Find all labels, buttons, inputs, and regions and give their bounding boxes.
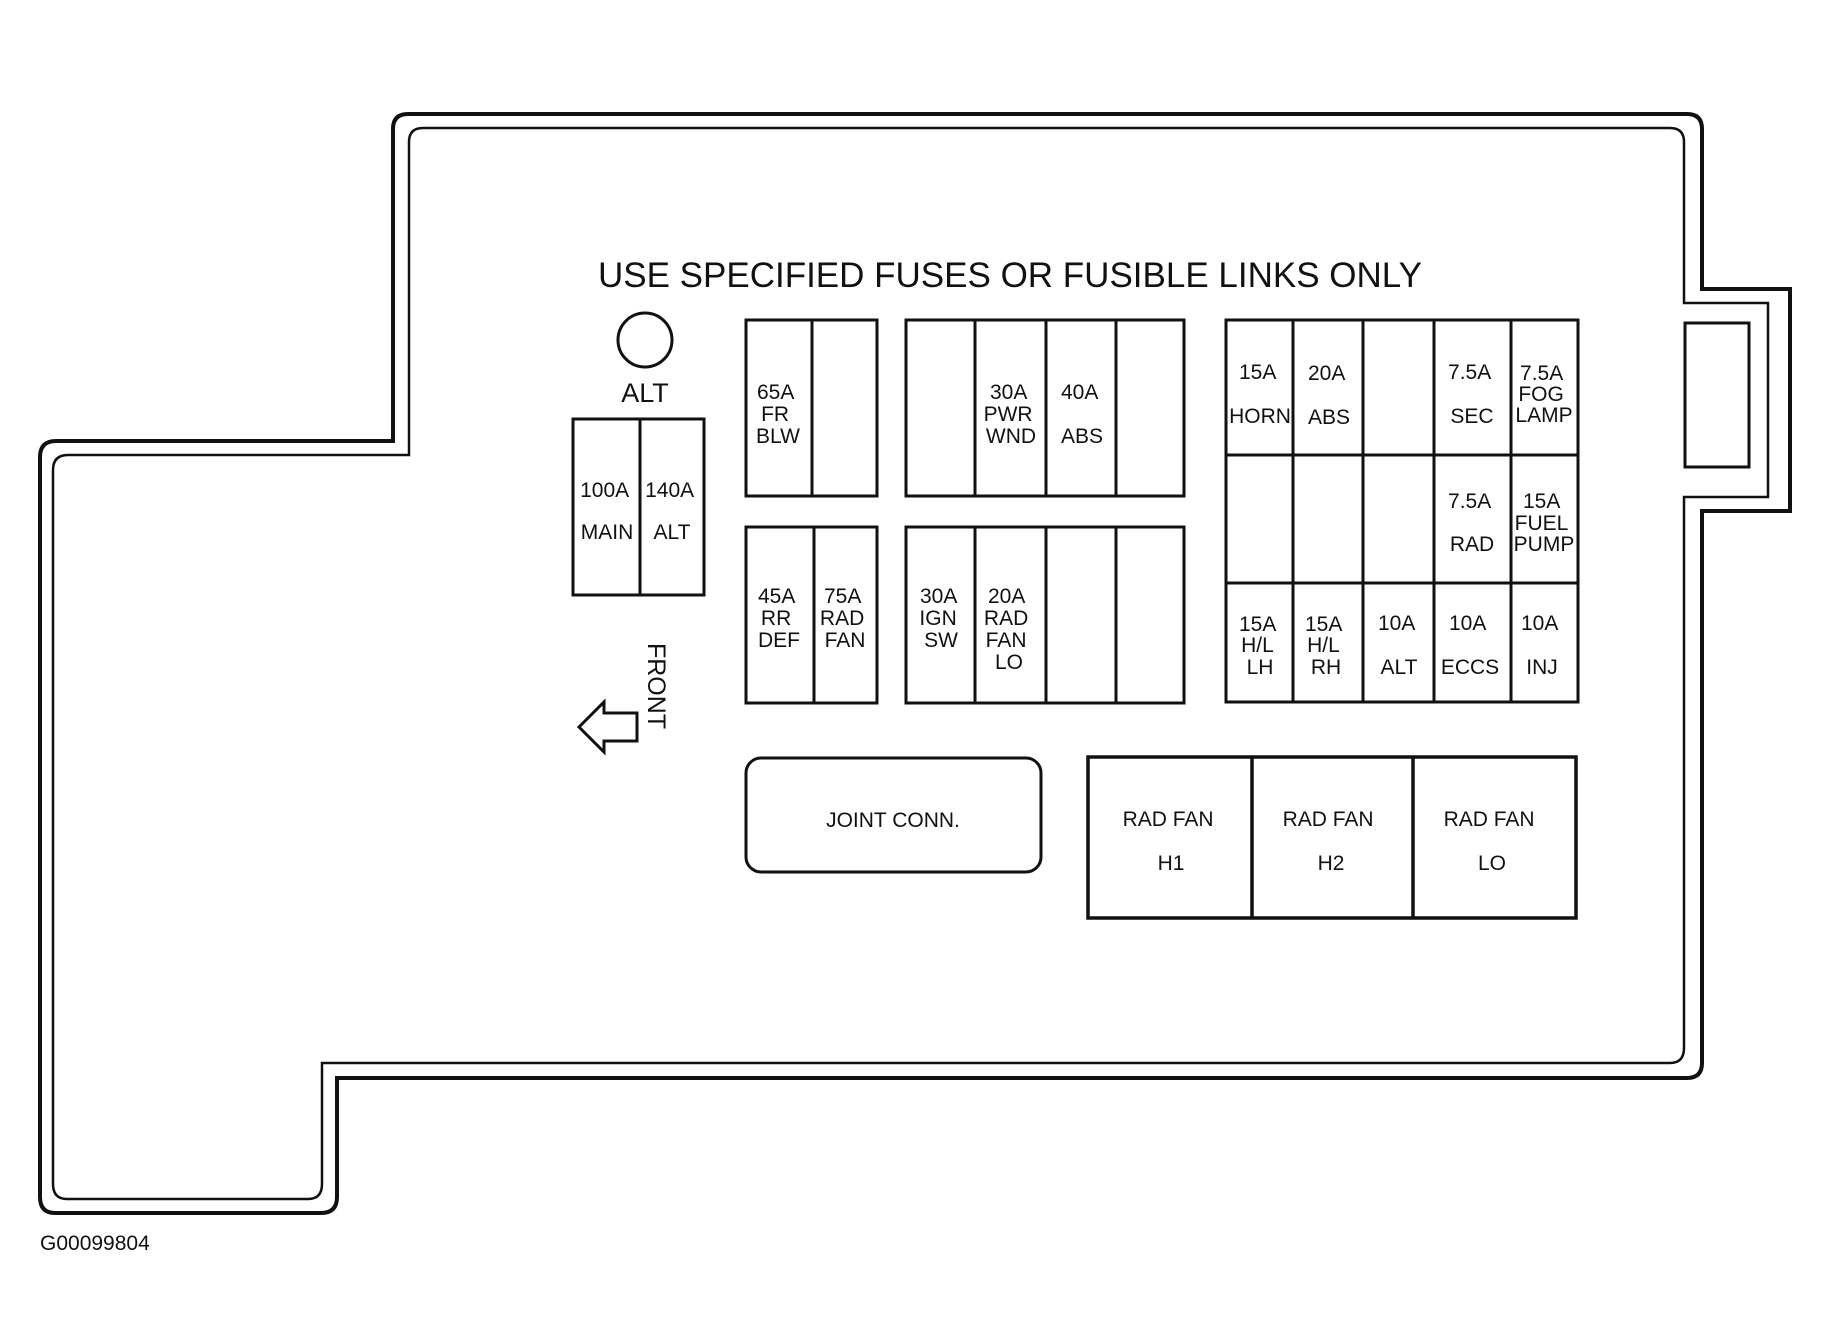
fuse-15a-horn: 15A HORN <box>1229 361 1291 428</box>
fuse-65a: 65A FR BLW <box>756 381 800 448</box>
header-warning-text: USE SPECIFIED FUSES OR FUSIBLE LINKS ONL… <box>598 256 1422 295</box>
fuse-75a: 75A RAD FAN <box>820 585 870 652</box>
fuse-30a-ign-sw: 30A IGN SW <box>919 585 962 652</box>
relay-rad-fan-h1: RAD FAN H1 <box>1123 808 1220 875</box>
fuse-7-5a-fog-lamp: 7.5A FOG LAMP <box>1515 362 1572 427</box>
fuse-10a-inj: 10A INJ <box>1521 612 1563 679</box>
housing-outer-outline <box>38 112 1792 1215</box>
relay-rad-fan-lo: RAD FAN LO <box>1444 808 1541 875</box>
side-tab <box>1683 321 1751 469</box>
fuse-block-c <box>1224 318 1580 704</box>
fuse-10a-eccs: 10A ECCS <box>1441 612 1499 679</box>
joint-connector-box <box>744 756 1043 874</box>
joint-connector-label: JOINT CONN. <box>826 809 960 832</box>
front-arrow-icon <box>576 698 639 756</box>
fuse-15a-hl-rh: 15A H/L RH <box>1305 613 1347 679</box>
fuse-7-5a-rad: 7.5A RAD <box>1448 490 1496 556</box>
fuse-40a-abs: 40A ABS <box>1061 381 1103 448</box>
fuse-block-a <box>744 318 879 705</box>
housing-inner-outline <box>51 126 1770 1201</box>
alt-terminal-label: ALT <box>621 378 669 408</box>
fusible-link-140a: 140A ALT <box>645 479 699 544</box>
fusible-link-block: 100A MAIN 140A ALT <box>571 417 706 597</box>
fuse-45a: 45A RR DEF <box>758 585 800 652</box>
relay-rad-fan-h2: RAD FAN H2 <box>1283 808 1380 875</box>
fuse-20a-abs: 20A ABS <box>1308 362 1350 429</box>
front-label: FRONT <box>642 643 670 729</box>
figure-id: G00099804 <box>40 1232 150 1255</box>
fuse-15a-fuel-pump: 15A FUEL PUMP <box>1514 490 1575 556</box>
fuse-block-b <box>904 318 1186 705</box>
fuse-20a-rad-fan-lo: 20A RAD FAN LO <box>984 585 1034 674</box>
relay-block <box>1086 755 1578 920</box>
fuse-15a-hl-lh: 15A H/L LH <box>1239 613 1281 679</box>
fuse-7-5a-sec: 7.5A SEC <box>1448 361 1496 428</box>
alt-terminal-circle <box>616 311 674 369</box>
fuse-30a-pwr-wnd: 30A PWR WND <box>984 381 1039 448</box>
fusible-link-100a: 100A MAIN <box>580 479 634 544</box>
fuse-10a-alt: 10A ALT <box>1378 612 1420 679</box>
